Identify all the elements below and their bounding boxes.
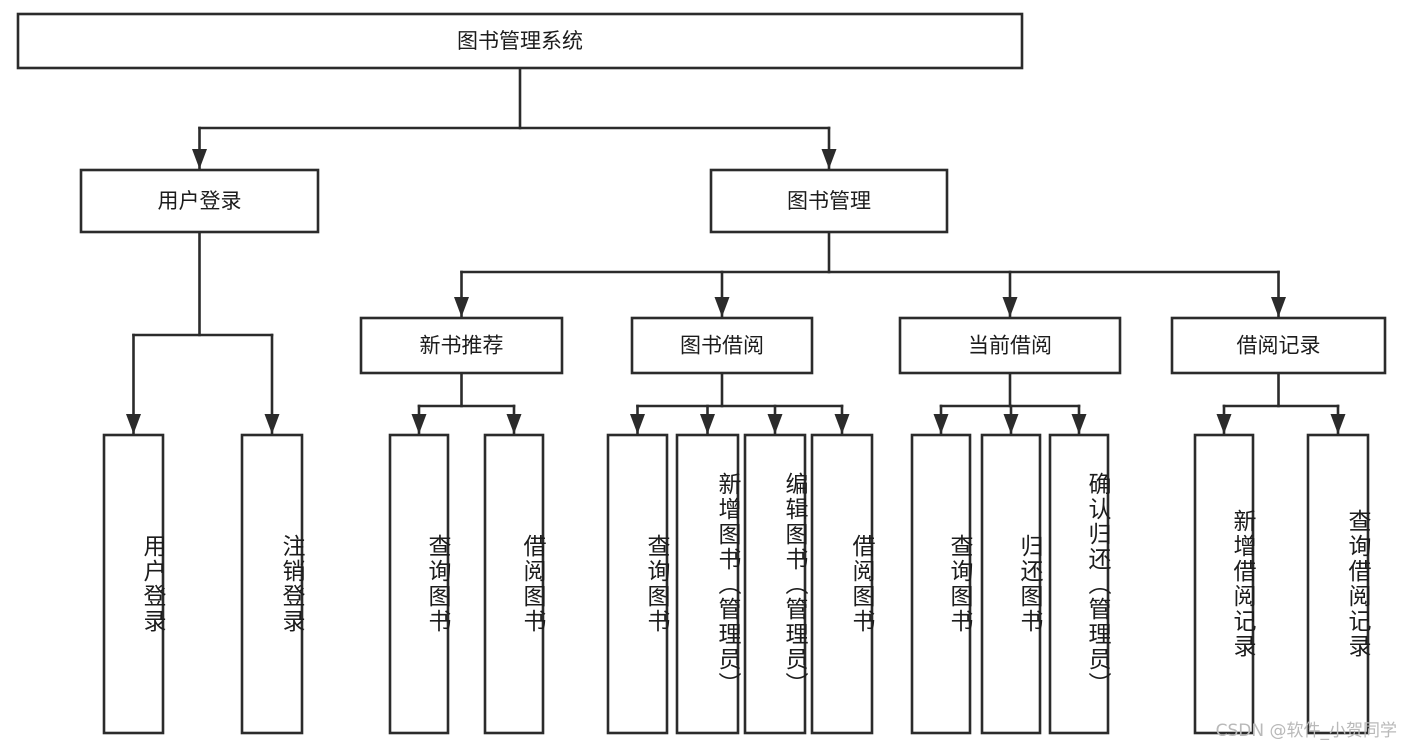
- node-box-leaf-10[interactable]: [1048, 433, 1110, 735]
- arrow-head-icon: [506, 414, 522, 434]
- node-box-leaf-2[interactable]: [388, 433, 450, 735]
- node-label-level2-1: 图书管理: [787, 189, 871, 213]
- boxes-layer: [16, 12, 1387, 735]
- node-box-level2-0[interactable]: [79, 168, 320, 234]
- node-box-leaf-1[interactable]: [240, 433, 304, 735]
- node-label-level3-1: 图书借阅: [680, 334, 764, 358]
- node-box-leaf-7[interactable]: [810, 433, 874, 735]
- node-box-leaf-11[interactable]: [1193, 433, 1255, 735]
- node-box-leaf-12[interactable]: [1306, 433, 1370, 735]
- arrow-head-icon: [454, 297, 469, 317]
- arrow-head-icon: [630, 414, 645, 434]
- arrow-head-icon: [1002, 297, 1018, 317]
- node-box-root[interactable]: [16, 12, 1024, 70]
- node-box-leaf-8[interactable]: [910, 433, 972, 735]
- arrow-head-icon: [933, 414, 949, 434]
- arrow-head-icon: [1271, 297, 1286, 317]
- arrow-head-icon: [411, 414, 427, 434]
- node-box-level3-1[interactable]: [630, 316, 814, 375]
- node-box-level3-0[interactable]: [359, 316, 564, 375]
- node-box-leaf-9[interactable]: [980, 433, 1042, 735]
- node-label-level3-2: 当前借阅: [968, 334, 1052, 358]
- connectors-layer: [126, 66, 1346, 435]
- arrow-head-icon: [767, 414, 783, 434]
- node-box-leaf-4[interactable]: [606, 433, 669, 735]
- node-label-level3-0: 新书推荐: [420, 334, 504, 358]
- node-label-root: 图书管理系统: [457, 29, 583, 53]
- node-box-leaf-0[interactable]: [102, 433, 165, 735]
- node-label-level3-3: 借阅记录: [1237, 334, 1321, 358]
- arrow-head-icon: [1071, 414, 1087, 434]
- arrow-head-icon: [714, 297, 730, 317]
- arrow-head-icon: [1330, 414, 1346, 434]
- arrow-head-icon: [126, 414, 141, 434]
- watermark-text: CSDN @软件_小贺同学: [1215, 721, 1397, 741]
- node-box-leaf-5[interactable]: [675, 433, 740, 735]
- arrow-head-icon: [1216, 414, 1232, 434]
- arrow-head-icon: [264, 414, 280, 434]
- node-box-level3-2[interactable]: [898, 316, 1122, 375]
- arrow-head-icon: [821, 149, 837, 169]
- node-box-leaf-6[interactable]: [743, 433, 807, 735]
- arrow-head-icon: [700, 414, 715, 434]
- arrow-head-icon: [1003, 414, 1019, 434]
- node-label-level2-0: 用户登录: [158, 189, 242, 213]
- arrow-head-icon: [834, 414, 850, 434]
- node-box-level3-3[interactable]: [1170, 316, 1387, 375]
- node-box-level2-1[interactable]: [709, 168, 949, 234]
- arrow-head-icon: [192, 149, 207, 169]
- node-box-leaf-3[interactable]: [483, 433, 545, 735]
